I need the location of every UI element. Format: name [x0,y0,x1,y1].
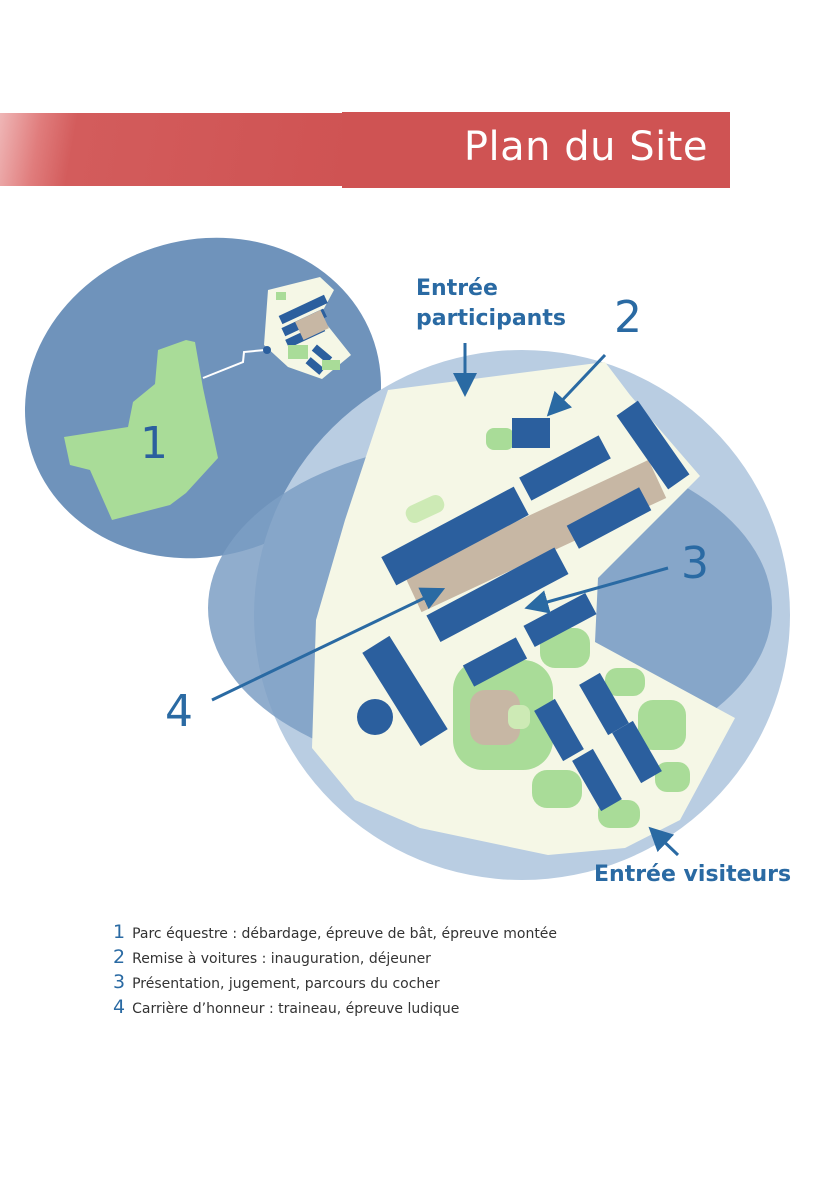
callout-3: 3 [681,538,709,589]
legend-text: Carrière d’honneur : traineau, épreuve l… [132,1001,460,1017]
page-title: Plan du Site [463,124,708,170]
arrow-3 [524,566,669,614]
callout-1: 1 [140,418,168,469]
legend-number: 1 [113,921,126,943]
mini-site-plan [263,277,351,379]
legend-item: 3 Présentation, jugement, parcours du co… [113,970,557,995]
legend-item: 2 Remise à voitures : inauguration, déje… [113,945,557,970]
legend-item: 4 Carrière d’honneur : traineau, épreuve… [113,995,557,1020]
connector-line [202,349,266,379]
legend-number: 2 [113,946,126,968]
map-legend: 1 Parc équestre : débardage, épreuve de … [113,920,557,1020]
legend-number: 4 [113,996,126,1018]
legend-number: 3 [113,971,126,993]
arrow-visitors [648,826,680,857]
legend-text: Présentation, jugement, parcours du coch… [132,976,440,992]
entrance-participants-label: Entrée participants [416,274,566,334]
arrow-4 [211,587,446,702]
parcel-equestrian [64,340,218,520]
entrance-visitors-label: Entrée visiteurs [594,862,792,887]
legend-text: Parc équestre : débardage, épreuve de bâ… [132,926,558,942]
site-plan [312,362,735,855]
callout-2: 2 [614,292,642,343]
callout-4: 4 [165,686,193,737]
legend-item: 1 Parc équestre : débardage, épreuve de … [113,920,557,945]
arrow-2 [546,353,607,417]
banner-decoration [0,113,342,186]
title-banner: Plan du Site [342,112,730,188]
legend-text: Remise à voitures : inauguration, déjeun… [132,951,431,967]
entrance-participants-line2: participants [416,306,566,331]
entrance-participants-line1: Entrée [416,276,498,301]
